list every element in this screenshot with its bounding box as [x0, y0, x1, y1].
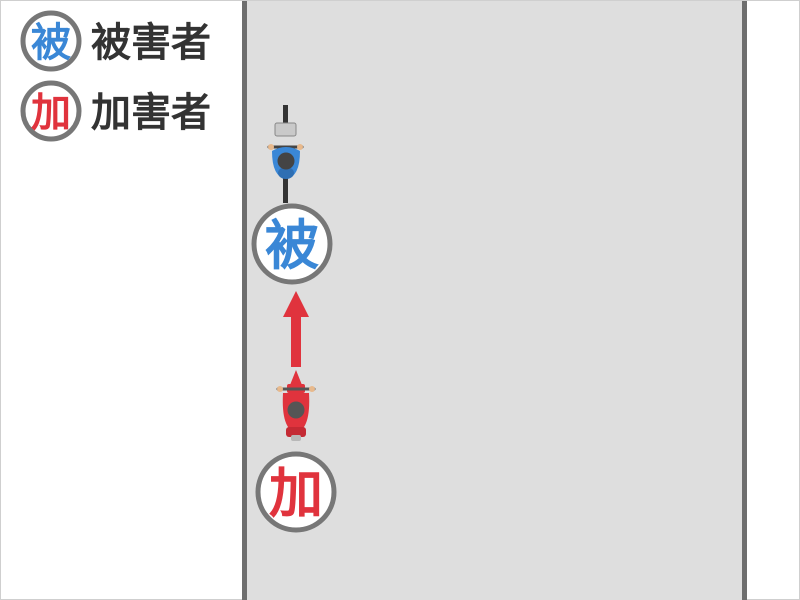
motorcycle-icon: [276, 370, 316, 441]
road-edge-right: [742, 1, 747, 600]
victim-marker: 被: [251, 203, 333, 285]
offender-marker: 加: [255, 451, 337, 533]
legend-victim-marker: [20, 10, 82, 72]
arrow-up-icon: [283, 291, 309, 367]
legend-victim-label: 被害者: [91, 20, 211, 66]
victim-marker-symbol: 被: [265, 214, 319, 277]
legend-offender-label: 加害者: [91, 90, 211, 136]
road-edge-left: [242, 1, 247, 600]
legend-offender-marker: [20, 80, 82, 142]
legend-offender-symbol: 加: [31, 90, 71, 136]
legend-item-offender: 加 加害者: [20, 80, 211, 142]
offender-marker-symbol: 加: [269, 462, 323, 525]
bicycle-icon: [267, 105, 304, 203]
legend-victim-symbol: 被: [31, 20, 71, 66]
legend-item-victim: 被 被害者: [20, 10, 211, 72]
legend: 被 被害者 加 加害者: [20, 10, 211, 142]
